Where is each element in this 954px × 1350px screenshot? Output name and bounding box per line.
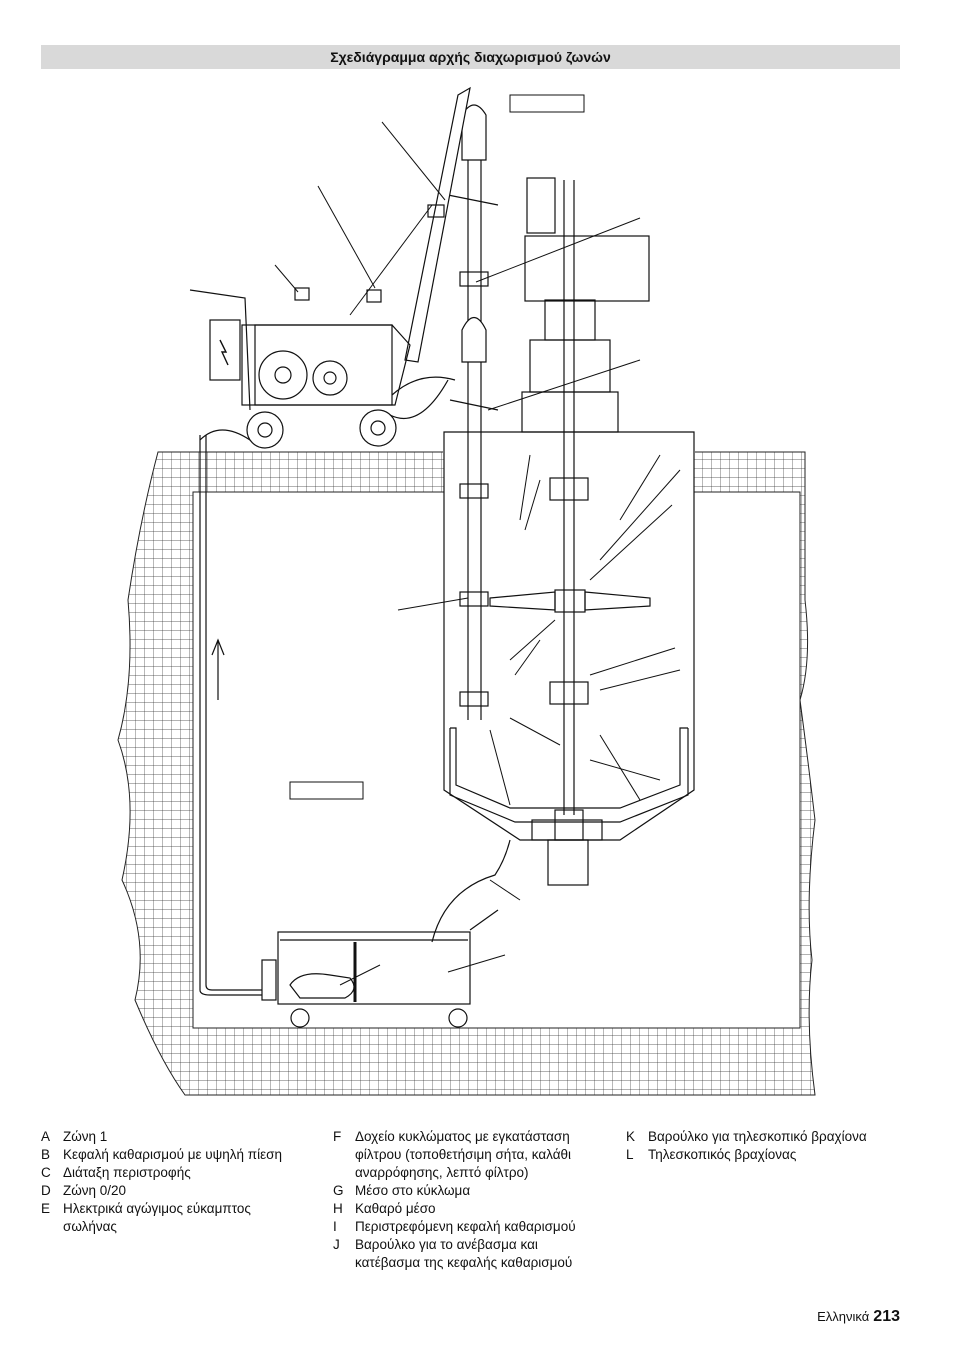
legend-key: J [333, 1237, 340, 1252]
legend-key: L [626, 1147, 634, 1162]
legend-item: B Κεφαλή καθαρισμού με υψηλή πίεση [41, 1146, 311, 1164]
page-number: 213 [873, 1308, 900, 1325]
legend-key: G [333, 1183, 344, 1198]
legend-text: Βαρούλκο για το ανέβασμα και κατέβασμα τ… [355, 1237, 573, 1270]
legend-key: C [41, 1165, 51, 1180]
legend-text: Ζώνη 1 [63, 1129, 108, 1144]
telescopic-arm [404, 86, 471, 363]
up-arrow [211, 638, 225, 700]
legend-key: I [333, 1219, 337, 1234]
legend-item: L Τηλεσκοπικός βραχίονας [626, 1146, 916, 1164]
legend-text: Δοχείο κυκλώματος με εγκατάσταση φίλτρου… [355, 1129, 572, 1180]
legend-item: D Ζώνη 0/20 [41, 1182, 311, 1200]
legend-item: F Δοχείο κυκλώματος με εγκατάσταση φίλτρο… [333, 1128, 623, 1182]
legend-column-1: A Ζώνη 1 B Κεφαλή καθαρισμού με υψηλή πίεσ… [41, 1128, 311, 1236]
hoses [199, 379, 449, 996]
legend-text: Ζώνη 0/20 [63, 1183, 127, 1198]
legend-item: C Διάταξη περιστροφής [41, 1164, 311, 1182]
legend-text: Καθαρό μέσο [355, 1201, 436, 1216]
process-tank [443, 177, 695, 886]
legend-key: A [41, 1129, 51, 1144]
legend-key: H [333, 1201, 343, 1216]
legend-text: Τηλεσκοπικός βραχίονας [648, 1147, 797, 1162]
cleaning-unit-cart [189, 287, 456, 449]
circuit-tank-unit [261, 839, 511, 1028]
legend-key: B [41, 1147, 51, 1162]
legend-key: F [333, 1129, 342, 1144]
legend-item: J Βαρούλκο για το ανέβασμα και κατέβασμα … [333, 1236, 623, 1272]
legend-item: I Περιστρεφόμενη κεφαλή καθαρισμού [333, 1218, 623, 1236]
legend-text: Βαρούλκο για τηλεσκοπικό βραχίονα [648, 1129, 867, 1144]
label-box-1 [509, 94, 585, 113]
cleaning-lance [447, 104, 499, 720]
legend-key: E [41, 1201, 51, 1216]
spray-lines [489, 454, 681, 806]
footer-language: Ελληνικά [817, 1309, 870, 1324]
legend-item: K Βαρούλκο για τηλεσκοπικό βραχίονα [626, 1128, 916, 1146]
legend-item: H Καθαρό μέσο [333, 1200, 623, 1218]
legend-text: Διάταξη περιστροφής [63, 1165, 191, 1180]
zone-separation-diagram [117, 86, 816, 1096]
page-title-text: Σχεδιάγραμμα αρχής διαχωρισμού ζωνών [330, 49, 611, 65]
legend-key: K [626, 1129, 636, 1144]
page-title: Σχεδιάγραμμα αρχής διαχωρισμού ζωνών [41, 45, 900, 69]
legend-key: D [41, 1183, 51, 1198]
legend-item: G Μέσο στο κύκλωμα [333, 1182, 623, 1200]
legend-text: Μέσο στο κύκλωμα [355, 1183, 471, 1198]
legend-column-3: K Βαρούλκο για τηλεσκοπικό βραχίονα L Τηλε… [626, 1128, 916, 1164]
legend-text: Περιστρεφόμενη κεφαλή καθαρισμού [355, 1219, 576, 1234]
legend-text: Ηλεκτρικά αγώγιμος εύκαμπτος σωλήνας [63, 1201, 251, 1234]
label-box-3 [289, 781, 364, 800]
legend-column-2: F Δοχείο κυκλώματος με εγκατάσταση φίλτρο… [333, 1128, 623, 1272]
legend-text: Κεφαλή καθαρισμού με υψηλή πίεση [63, 1147, 282, 1162]
leader-lines [274, 121, 641, 986]
legend-item: A Ζώνη 1 [41, 1128, 311, 1146]
legend-item: E Ηλεκτρικά αγώγιμος εύκαμπτος σωλήνας [41, 1200, 311, 1236]
